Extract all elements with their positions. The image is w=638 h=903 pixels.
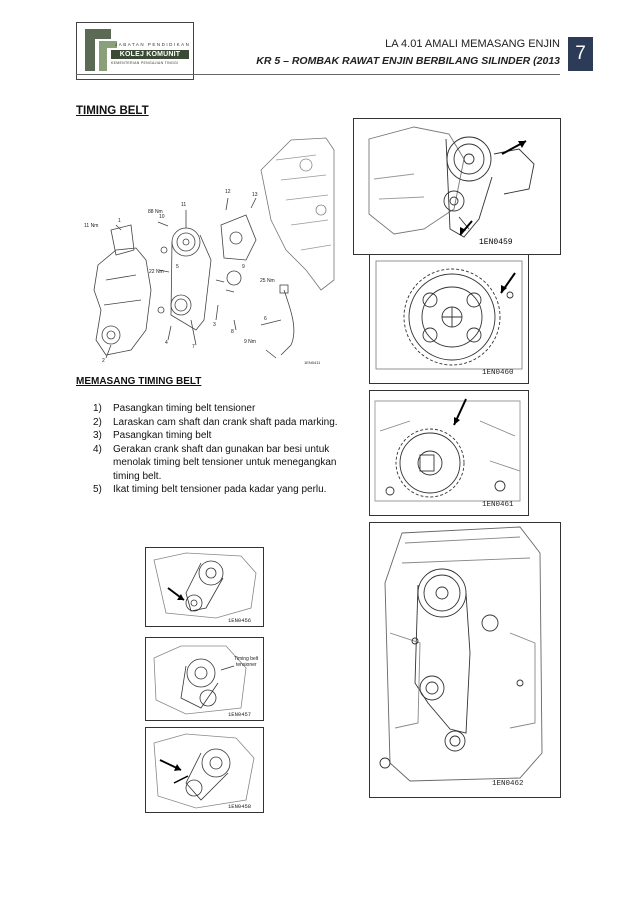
- part-number: 8: [231, 329, 234, 335]
- step-number: 2): [93, 416, 102, 428]
- part-number: 7: [192, 344, 195, 350]
- logo-mark: [85, 29, 95, 71]
- exploded-diagram-drawing: 11 Nm 88 Nm 22 Nm 25 Nm 9 Nm 1 2 3 4 5 6…: [84, 137, 335, 365]
- tensioner-label: Timing belt tensioner: [234, 656, 260, 668]
- torque-label: 22 Nm: [149, 269, 164, 275]
- figure-code: 1EN0461: [482, 501, 514, 509]
- step-text: Ikat timing belt tensioner pada kadar ya…: [113, 484, 327, 495]
- step-number: 5): [93, 484, 102, 495]
- part-number: 1: [118, 218, 121, 224]
- college-logo: JABATAN PENDIDIKAN KOLEJ KOMUNIT KEMENTE…: [76, 22, 194, 80]
- figure-1en0456: 1EN0456: [145, 547, 264, 627]
- small-engine-drawing-2: Timing belt tensioner 1EN0457: [153, 645, 260, 718]
- figure-code: 1EN0460: [482, 369, 514, 377]
- page-number: 7: [568, 37, 593, 71]
- step-text: Gerakan crank shaft dan gunakan bar besi…: [113, 443, 337, 482]
- header-lab-title: LA 4.01 AMALI MEMASANG ENJIN: [385, 38, 560, 50]
- figure-1en0462: 1EN0462: [369, 522, 561, 798]
- step-item: 1) Pasangkan timing belt tensioner: [93, 402, 343, 416]
- logo-top-text: JABATAN PENDIDIKAN: [115, 42, 191, 47]
- subsection-title: MEMASANG TIMING BELT: [76, 376, 202, 387]
- step-text: Laraskan cam shaft dan crank shaft pada …: [113, 416, 338, 428]
- part-number: 13: [252, 192, 258, 198]
- part-number: 11: [181, 202, 186, 208]
- torque-label: 11 Nm: [84, 223, 98, 229]
- part-number: 3: [213, 322, 216, 328]
- small-engine-drawing-1: 1EN0456: [153, 552, 257, 624]
- tensioner-label-line: tensioner: [236, 662, 257, 668]
- logo-name: KOLEJ KOMUNIT: [111, 50, 189, 59]
- header-course-title: KR 5 – ROMBAK RAWAT ENJIN BERBILANG SILI…: [256, 55, 560, 67]
- part-number: 4: [165, 340, 168, 346]
- step-item: 4) Gerakan crank shaft dan gunakan bar be…: [93, 443, 343, 484]
- step-item: 5) Ikat timing belt tensioner pada kadar …: [93, 483, 343, 497]
- section-title: TIMING BELT: [76, 105, 149, 117]
- step-text: Pasangkan timing belt tensioner: [113, 403, 256, 414]
- crank-sprocket-drawing: 1EN0461: [374, 398, 521, 509]
- figure-1en0459: 1EN0459: [353, 118, 561, 255]
- part-number: 6: [264, 316, 267, 322]
- exploded-timing-diagram: 11 Nm 88 Nm 22 Nm 25 Nm 9 Nm 1 2 3 4 5 6…: [76, 130, 336, 368]
- figure-1en0458: 1EN0458: [145, 727, 264, 813]
- part-number: 12: [225, 189, 231, 195]
- logo-mark-inner: [99, 41, 107, 71]
- engine-front-drawing: 1EN0462: [379, 526, 543, 788]
- step-number: 1): [93, 403, 102, 414]
- tensioner-photo-drawing: 1EN0459: [368, 126, 535, 247]
- procedure-steps: 1) Pasangkan timing belt tensioner 2) Lara…: [93, 402, 343, 497]
- step-text: Pasangkan timing belt: [113, 430, 212, 441]
- figure-1en0457: Timing belt tensioner 1EN0457: [145, 637, 264, 721]
- step-item: 3) Pasangkan timing belt: [93, 429, 343, 443]
- part-number: 10: [159, 214, 165, 220]
- figure-code: 1EN0459: [479, 238, 513, 247]
- torque-label: 88 Nm: [148, 209, 163, 215]
- diagram-code: 1EN0411: [304, 360, 321, 365]
- figure-1en0460: 1EN0460: [369, 254, 529, 384]
- figure-code: 1EN0462: [492, 780, 524, 788]
- figure-code: 1EN0456: [228, 617, 251, 624]
- logo-subtext: KEMENTERIAN PENGAJIAN TINGGI: [111, 61, 179, 65]
- header-divider: [76, 74, 560, 75]
- logo-mark-inner-top: [99, 41, 117, 48]
- step-item: 2) Laraskan cam shaft dan crank shaft pad…: [93, 416, 343, 430]
- figure-code: 1EN0457: [228, 711, 251, 718]
- part-number: 2: [102, 358, 105, 364]
- part-number: 5: [176, 264, 179, 270]
- tensioner-label-line: Timing belt: [234, 656, 259, 662]
- figure-code: 1EN0458: [228, 803, 251, 810]
- figure-1en0461: 1EN0461: [369, 390, 529, 516]
- step-number: 3): [93, 430, 102, 441]
- part-number: 9: [242, 264, 245, 270]
- cam-sprocket-drawing: 1EN0460: [375, 260, 523, 377]
- torque-label: 9 Nm: [244, 339, 256, 345]
- torque-label: 25 Nm: [260, 278, 275, 284]
- logo-mark-top: [85, 29, 111, 39]
- small-engine-drawing-3: 1EN0458: [153, 733, 255, 810]
- step-number: 4): [93, 443, 102, 455]
